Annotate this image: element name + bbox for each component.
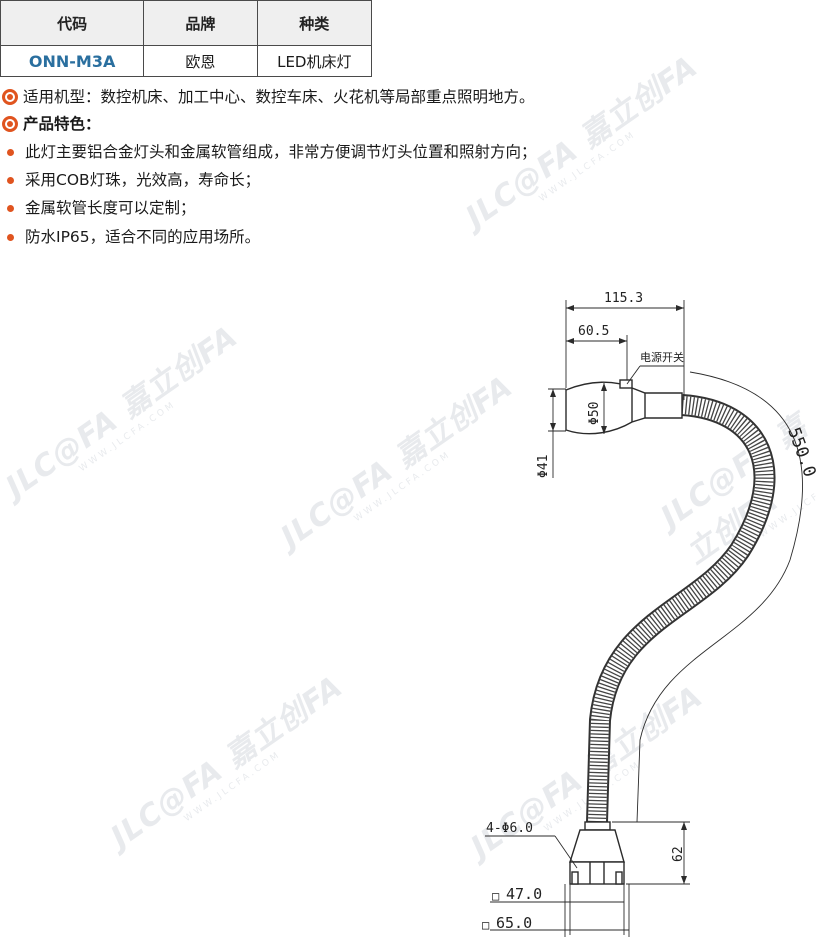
dim-base-outer: 65.0 xyxy=(496,914,532,932)
list-item: 防水IP65，适合不同的应用场所。 xyxy=(0,226,260,248)
square-icon: □ xyxy=(482,918,489,932)
features-title: 产品特色： xyxy=(23,115,101,133)
cell-type: LED机床灯 xyxy=(256,45,373,77)
lamp-head xyxy=(565,379,683,435)
dimension-arrows xyxy=(550,305,687,884)
metal-hose xyxy=(586,394,776,823)
dim-hose-length: 550.0 xyxy=(783,425,818,480)
switch-label: 电源开关 xyxy=(640,350,684,364)
cell-code: ONN-M3A xyxy=(0,45,145,77)
table-header-row: 代码 品牌 种类 xyxy=(0,0,373,46)
features-title-line: 产品特色： xyxy=(0,113,101,135)
square-icon: □ xyxy=(492,889,499,903)
feature-text: 采用COB灯珠，光效高，寿命长； xyxy=(25,171,261,189)
feature-text: 此灯主要铝合金灯头和金属软管组成，非常方便调节灯头位置和照射方向； xyxy=(25,143,537,161)
table-row: ONN-M3A 欧恩 LED机床灯 xyxy=(0,45,373,77)
product-table: 代码 品牌 种类 ONN-M3A 欧恩 LED机床灯 xyxy=(0,0,373,77)
list-item: 金属软管长度可以定制； xyxy=(0,197,196,219)
header-code: 代码 xyxy=(0,0,145,46)
ring-bullet-icon xyxy=(2,116,18,132)
list-item: 采用COB灯珠，光效高，寿命长； xyxy=(0,169,260,191)
feature-text: 防水IP65，适合不同的应用场所。 xyxy=(25,228,261,246)
dim-front-diameter: Φ41 xyxy=(536,455,551,478)
dot-bullet-icon xyxy=(7,176,14,184)
application-text: 适用机型：数控机床、加工中心、数控车床、火花机等局部重点照明地方。 xyxy=(23,88,535,106)
ring-bullet-icon xyxy=(2,89,18,105)
list-item: 此灯主要铝合金灯头和金属软管组成，非常方便调节灯头位置和照射方向； xyxy=(0,141,537,163)
dot-bullet-icon xyxy=(7,233,14,241)
dot-bullet-icon xyxy=(7,148,14,156)
dim-base-height: 62 xyxy=(671,846,686,862)
application-line: 适用机型：数控机床、加工中心、数控车床、火花机等局部重点照明地方。 xyxy=(0,86,535,108)
dim-head-diameter: Φ50 xyxy=(587,402,602,425)
dim-base-inner: 47.0 xyxy=(506,885,542,903)
dot-bullet-icon xyxy=(7,204,14,212)
cell-brand: 欧恩 xyxy=(143,45,258,77)
base xyxy=(569,821,625,885)
feature-text: 金属软管长度可以定制； xyxy=(25,199,196,217)
dimension-lines xyxy=(485,300,803,937)
dim-holes: 4-Φ6.0 xyxy=(486,821,533,836)
dim-total-width: 115.3 xyxy=(604,291,643,306)
dim-head-width: 60.5 xyxy=(578,324,609,339)
